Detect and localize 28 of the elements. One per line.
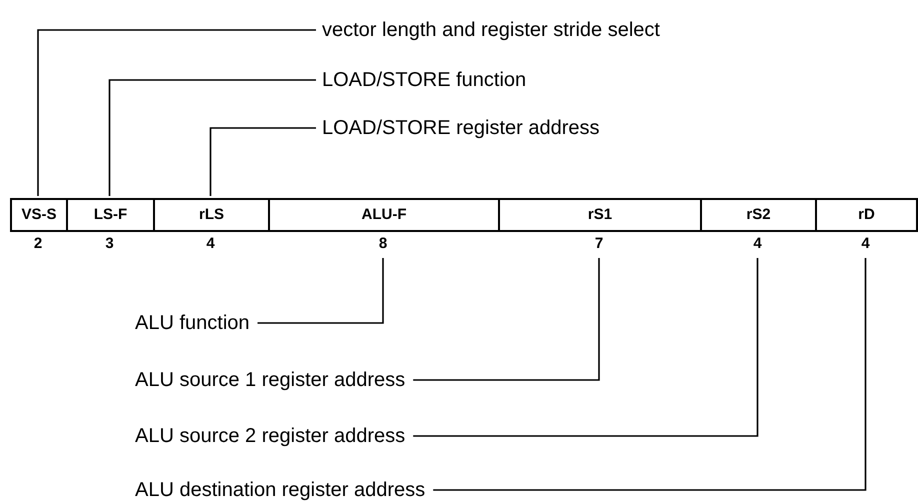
field-description: ALU source 1 register address: [135, 366, 406, 394]
leader-line: [37, 29, 316, 196]
bit-width: 7: [594, 234, 604, 254]
register-field: LS-F: [66, 198, 155, 232]
leader-line: [258, 258, 384, 324]
leader-line: [433, 258, 866, 491]
bit-width: 4: [753, 234, 762, 254]
leader-line: [413, 258, 758, 437]
leader-line: [108, 79, 316, 196]
register-field: rS1: [498, 198, 702, 232]
field-description: ALU function: [135, 309, 250, 337]
bit-width: 2: [34, 234, 42, 254]
bit-width: 8: [378, 234, 388, 254]
field-description: vector length and register stride select: [322, 16, 660, 44]
register-field: rLS: [153, 198, 270, 232]
register-field: rD: [815, 198, 918, 232]
field-description: ALU source 2 register address: [135, 422, 406, 450]
field-description: LOAD/STORE register address: [322, 114, 600, 142]
leader-line: [210, 127, 316, 196]
field-description: ALU destination register address: [135, 476, 426, 501]
field-description: LOAD/STORE function: [322, 66, 526, 94]
bit-width: 4: [861, 234, 870, 254]
bit-width: 4: [206, 234, 215, 254]
leader-line: [413, 258, 600, 381]
bit-width: 3: [105, 234, 114, 254]
register-field: VS-S: [10, 198, 68, 232]
register-field: rS2: [700, 198, 817, 232]
register-field: ALU-F: [268, 198, 500, 232]
